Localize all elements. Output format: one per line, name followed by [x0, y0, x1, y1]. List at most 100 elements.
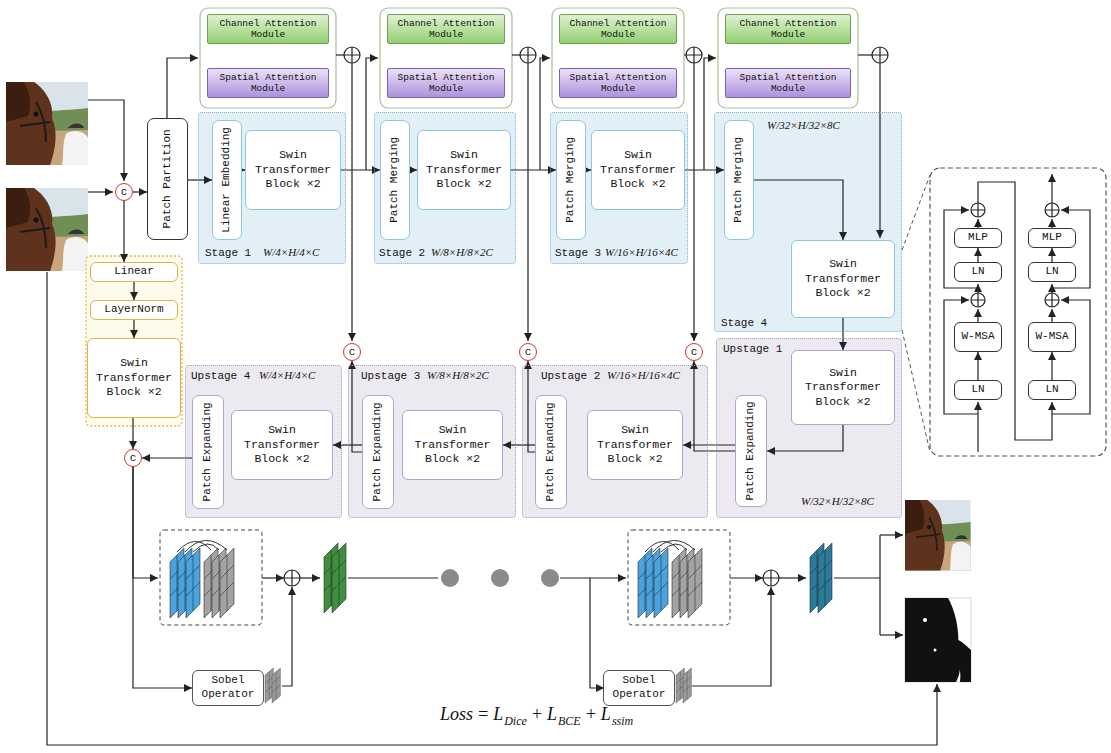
wire	[88, 191, 113, 192]
process-box: MLP	[1028, 228, 1076, 248]
box-label: Patch Merging	[388, 124, 402, 236]
process-box: LN	[1028, 262, 1076, 282]
box-label: c	[130, 453, 137, 464]
connector	[133, 282, 134, 300]
loss-term: Dice	[504, 714, 527, 729]
wire	[47, 55, 1090, 745]
box-label: LN	[971, 383, 984, 397]
wire	[560, 577, 626, 578]
loss-formula: Loss=LDice+LBCE+Lssim	[440, 704, 637, 725]
sum-symbol	[872, 47, 888, 63]
attention-group-outline	[380, 8, 512, 108]
stage-region: W/32×H/32×8CStage 4Patch MergingSwin Tra…	[714, 112, 902, 332]
process-box: MLP	[954, 228, 1002, 248]
connector	[133, 191, 147, 192]
dimension-label: W/8×H/8×2C	[427, 369, 489, 382]
region-fill	[522, 365, 708, 518]
output-mask	[950, 639, 971, 682]
ellipsis-dots	[541, 569, 559, 587]
process-box: LayerNorm	[90, 300, 178, 320]
skip-branch-outline	[86, 256, 182, 426]
sum-symbol	[971, 293, 985, 307]
wire	[693, 63, 694, 341]
stage-region: Upstage 1W/32×H/32×8CSwin Transformer Bl…	[716, 338, 902, 518]
attention-group-outline	[200, 8, 858, 108]
feature-map	[683, 668, 691, 703]
ellipsis-dots	[441, 569, 559, 587]
connector	[188, 179, 212, 180]
process-box: W-MSA	[954, 322, 1002, 352]
inset-outline	[902, 168, 1106, 456]
spatial-attention-box: Spatial Attention Module	[207, 68, 329, 98]
spatial-attention-box: Spatial Attention Module	[559, 68, 677, 98]
feature-map	[177, 540, 227, 552]
sum-symbol	[344, 47, 360, 63]
box-label: W-MSA	[961, 330, 994, 344]
region-fill	[348, 365, 516, 518]
connector	[132, 418, 133, 449]
connector	[528, 361, 535, 452]
wire	[351, 63, 352, 341]
stage-label: Stage 2	[379, 247, 425, 260]
feature-map	[332, 543, 346, 613]
process-box: Patch Expanding	[192, 395, 224, 509]
channel-attention-box: Channel Attention Module	[387, 14, 505, 44]
loss-term: =	[477, 704, 489, 725]
box-label: Spatial Attention Module	[208, 72, 328, 95]
sum-symbol	[971, 203, 985, 217]
wire	[167, 58, 198, 118]
channel-attention-box: Channel Attention Module	[207, 14, 329, 44]
feature-map	[654, 548, 668, 618]
loss-term: BCE	[558, 714, 581, 729]
dimension-label: W/8×H/8×2C	[431, 246, 493, 259]
feature-map	[220, 548, 234, 618]
stage-label: Upstage 3	[361, 370, 420, 383]
loss-term: ssim	[612, 714, 633, 729]
wire	[1051, 219, 1052, 228]
box-label: LN	[1045, 383, 1058, 397]
wire	[88, 100, 124, 181]
sum-symbol	[686, 47, 702, 63]
box-label: Patch Partition	[161, 122, 175, 236]
box-label: Swin Transformer Block ×2	[588, 423, 682, 466]
loss-term: L	[601, 704, 611, 725]
sum-symbol	[344, 47, 360, 63]
stage-label: Stage 3	[555, 247, 601, 260]
box-label: Sobel Operator	[193, 674, 263, 702]
sum-symbol	[971, 203, 985, 217]
stage-region: Upstage 2W/16×H/16×4CPatch ExpandingSwin…	[522, 365, 708, 518]
wire	[977, 402, 978, 452]
connector	[1051, 352, 1052, 380]
feature-map	[186, 548, 200, 618]
sum-symbol	[1045, 203, 1059, 217]
box-label: Spatial Attention Module	[726, 72, 850, 95]
feature-map	[160, 530, 262, 625]
dimension-label: W/32×H/32×8C	[767, 119, 840, 132]
wire	[540, 58, 550, 170]
box-label: Swin Transformer Block ×2	[792, 366, 894, 409]
box-label: Swin Transformer Block ×2	[232, 423, 332, 466]
box-label: Swin Transformer Block ×2	[792, 257, 894, 300]
sum-symbol	[284, 570, 300, 586]
wire	[834, 535, 880, 635]
wire	[527, 63, 528, 341]
wire	[282, 587, 292, 686]
connector	[503, 444, 535, 445]
box-label: LN	[971, 265, 984, 279]
process-box: Swin Transformer Block ×2	[245, 130, 341, 210]
inset-outline	[930, 168, 1106, 456]
box-label: Linear Embedding	[220, 124, 234, 236]
process-box: Patch Merging	[380, 120, 410, 240]
process-box: Swin Transformer Block ×2	[87, 338, 181, 418]
wire	[348, 577, 438, 578]
output-image	[905, 500, 971, 571]
feature-map	[818, 543, 832, 613]
wire	[590, 578, 604, 688]
box-label: Patch Expanding	[201, 399, 215, 505]
output-mask	[905, 598, 971, 682]
wire	[978, 182, 1052, 440]
box-label: Swin Transformer Block ×2	[88, 356, 180, 399]
attention-group-outline	[200, 8, 336, 108]
stage-region: Stage 3W/16×H/16×4CPatch MergingSwin Tra…	[550, 112, 688, 264]
wire	[512, 54, 520, 55]
